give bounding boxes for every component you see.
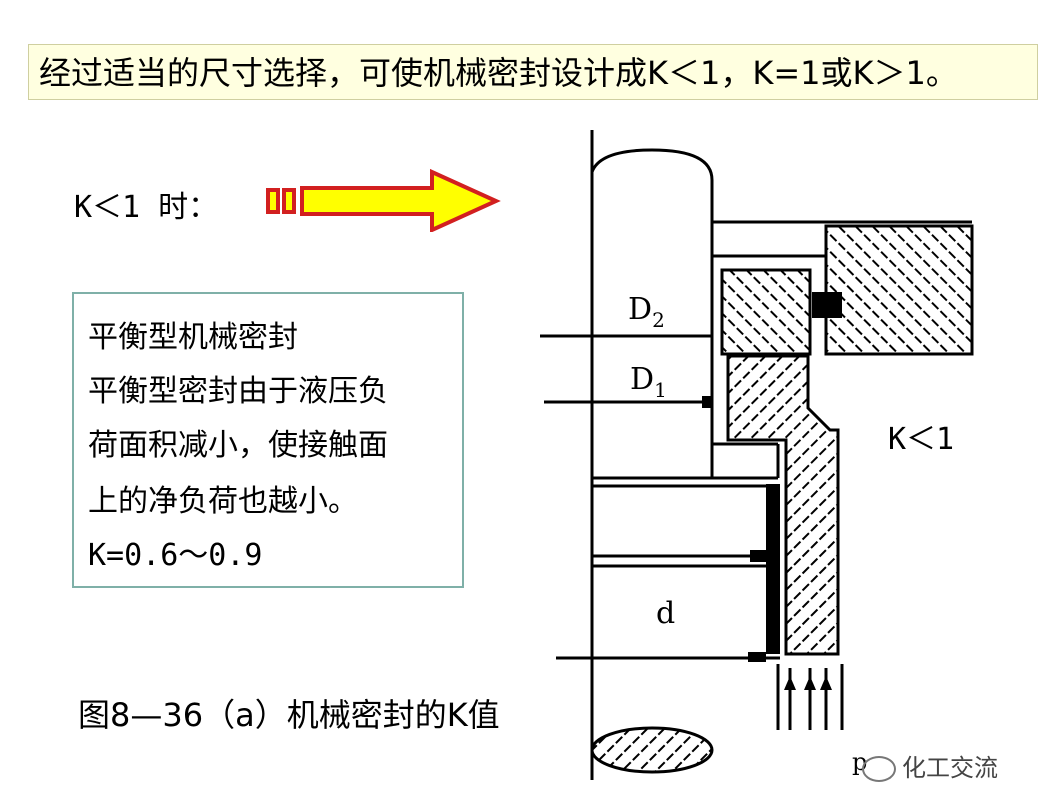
- housing-hatched: [824, 224, 974, 356]
- banner: 经过适当的尺寸选择，可使机械密封设计成K＜1，K=1或K＞1。: [28, 44, 1038, 100]
- pressure-arrows-icon: [784, 668, 832, 730]
- shaft-bottom: [590, 726, 714, 774]
- watermark-text: 化工交流: [902, 754, 998, 782]
- sleeve-wall: [766, 484, 780, 654]
- shaft-cap: [590, 148, 714, 222]
- k-less-than-one-label: K＜1 时：: [74, 190, 219, 225]
- watermark: 化工交流: [862, 748, 998, 783]
- label-k-right: K＜1: [888, 422, 955, 457]
- note-line: 上的净负荷也越小。: [88, 484, 358, 519]
- arrow-right-icon: [266, 168, 501, 232]
- wechat-icon: [862, 756, 896, 782]
- stationary-ring: [720, 268, 812, 356]
- figure-caption: 图8—36（a）机械密封的K值: [78, 696, 500, 734]
- note-line: 荷面积减小，使接触面: [88, 428, 388, 463]
- label-d2: D2: [628, 292, 665, 332]
- banner-text: 经过适当的尺寸选择，可使机械密封设计成K＜1，K=1或K＞1。: [39, 54, 958, 92]
- o-ring: [812, 292, 842, 318]
- label-d: d: [656, 596, 676, 631]
- label-d1: D1: [630, 362, 667, 402]
- note-line: 平衡型密封由于液压负: [88, 374, 388, 409]
- rotating-ring: [726, 354, 840, 656]
- balanced-seal-note: 平衡型机械密封 平衡型密封由于液压负 荷面积减小，使接触面 上的净负荷也越小。 …: [72, 292, 464, 588]
- note-line: 平衡型机械密封: [88, 320, 298, 355]
- note-line: K=0.6～0.9: [88, 538, 263, 573]
